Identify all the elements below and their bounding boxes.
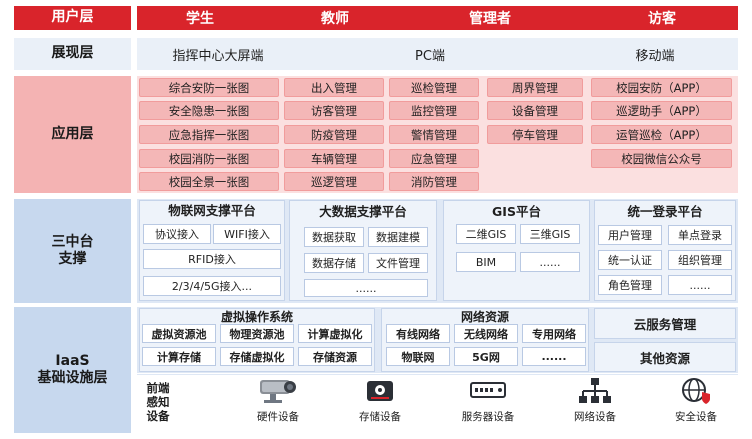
app-item[interactable]: 出入管理 [284,78,384,97]
app-item[interactable]: 警情管理 [389,125,479,144]
user-teacher: 教师 [321,11,349,27]
hardware-device-label: 硬件设备 [257,410,299,423]
frontend-device-label: 前端 感知 设备 [140,378,176,428]
app-item[interactable]: 周界管理 [487,78,583,97]
show-mobile: 移动端 [635,48,675,64]
frontend-device-label-line3: 设备 [146,408,170,423]
mid-item[interactable]: ...... [668,275,732,295]
mid-item[interactable]: 单点登录 [668,225,732,245]
mid-item[interactable]: 统一认证 [598,250,662,270]
iaas-item[interactable]: 专用网络 [522,324,586,343]
user-layer-label: 用户层 [14,6,131,30]
app-item[interactable]: 巡逻助手（APP） [591,101,732,120]
devices-row [137,374,738,433]
security-device-label: 安全设备 [675,410,717,423]
cloud-service-management[interactable]: 云服务管理 [594,308,736,339]
iot-platform-title: 物联网支撑平台 [168,202,256,218]
iaas-item[interactable]: 有线网络 [386,324,450,343]
mid-item[interactable]: WIFI接入 [213,224,281,244]
app-item[interactable]: 监控管理 [389,101,479,120]
mid-item[interactable]: 用户管理 [598,225,662,245]
app-item[interactable]: 校园安防（APP） [591,78,732,97]
show-command-screen: 指挥中心大屏端 [172,48,264,64]
app-item[interactable]: 校园微信公众号 [591,149,732,168]
mid-item[interactable]: 三维GIS [520,224,580,244]
app-item[interactable]: 防疫管理 [284,125,384,144]
app-item[interactable]: 巡逻管理 [284,172,384,191]
app-item[interactable]: 消防管理 [389,172,479,191]
storage-icon [365,378,395,404]
mid-item[interactable]: BIM [456,252,516,272]
other-resources[interactable]: 其他资源 [594,342,736,372]
mid-item[interactable]: 数据存储 [304,253,364,273]
show-layer-label: 展现层 [14,38,131,70]
server-device-label: 服务器设备 [461,410,515,423]
user-manager: 管理者 [469,11,511,27]
mid-item[interactable]: RFID接入 [143,249,281,269]
app-item[interactable]: 巡检管理 [389,78,479,97]
network-icon [578,376,612,406]
show-row [137,38,738,70]
app-layer-label: 应用层 [14,76,131,193]
network-device-label: 网络设备 [574,410,616,423]
iaas-item[interactable]: 虚拟资源池 [142,324,216,343]
mid-layer-label-line2: 支撑 [58,251,87,267]
app-item[interactable]: 校园消防一张图 [139,149,279,168]
virtual-os-title: 虚拟操作系统 [220,309,293,324]
network-resources-title: 网络资源 [460,309,509,324]
iaas-layer-label-line1: IaaS [55,352,90,369]
mid-item[interactable]: 协议接入 [143,224,211,244]
mid-item[interactable]: ...... [304,279,428,297]
user-visitor: 访客 [648,11,676,27]
bigdata-platform-title: 大数据支撑平台 [319,203,407,219]
iaas-item[interactable]: ...... [522,347,586,366]
gis-platform-title: GIS平台 [492,203,541,219]
frontend-device-label-line1: 前端 [146,381,170,396]
iaas-item[interactable]: 计算存储 [142,347,216,366]
iaas-layer-label-line2: 基础设施层 [37,370,108,386]
iaas-item[interactable]: 存储虚拟化 [220,347,294,366]
app-item[interactable]: 综合安防一张图 [139,78,279,97]
iaas-item[interactable]: 无线网络 [454,324,518,343]
iaas-item[interactable]: 物理资源池 [220,324,294,343]
app-item[interactable]: 应急管理 [389,149,479,168]
camera-icon [256,376,300,406]
app-item[interactable]: 安全隐患一张图 [139,101,279,120]
mid-item[interactable]: 数据建模 [368,227,428,247]
mid-item[interactable]: 文件管理 [368,253,428,273]
gis-platform-panel [443,200,590,301]
security-shield-icon [680,376,712,406]
iaas-item[interactable]: 5G网 [454,347,518,366]
show-pc: PC端 [415,48,445,64]
mid-item[interactable]: 二维GIS [456,224,516,244]
mid-item[interactable]: 角色管理 [598,275,662,295]
iaas-item[interactable]: 存储资源 [298,347,372,366]
app-item[interactable]: 设备管理 [487,101,583,120]
app-item[interactable]: 运管巡检（APP） [591,125,732,144]
mid-layer-label: 三中台 支撑 [14,199,131,303]
iaas-item[interactable]: 计算虚拟化 [298,324,372,343]
iaas-item[interactable]: 物联网 [386,347,450,366]
app-item[interactable]: 停车管理 [487,125,583,144]
mid-item[interactable]: 2/3/4/5G接入... [143,276,281,296]
app-item[interactable]: 车辆管理 [284,149,384,168]
mid-item[interactable]: ...... [520,252,580,272]
storage-device-label: 存储设备 [359,410,401,423]
app-item[interactable]: 访客管理 [284,101,384,120]
server-icon [470,380,506,402]
iaas-layer-label: IaaS 基础设施层 [14,307,131,433]
app-item[interactable]: 校园全景一张图 [139,172,279,191]
user-student: 学生 [186,11,214,27]
mid-item[interactable]: 组织管理 [668,250,732,270]
user-row [137,6,738,30]
mid-layer-label-line1: 三中台 [51,233,94,250]
app-item[interactable]: 应急指挥一张图 [139,125,279,144]
sso-platform-title: 统一登录平台 [627,203,703,219]
frontend-device-label-line2: 感知 [146,395,170,410]
mid-item[interactable]: 数据获取 [304,227,364,247]
